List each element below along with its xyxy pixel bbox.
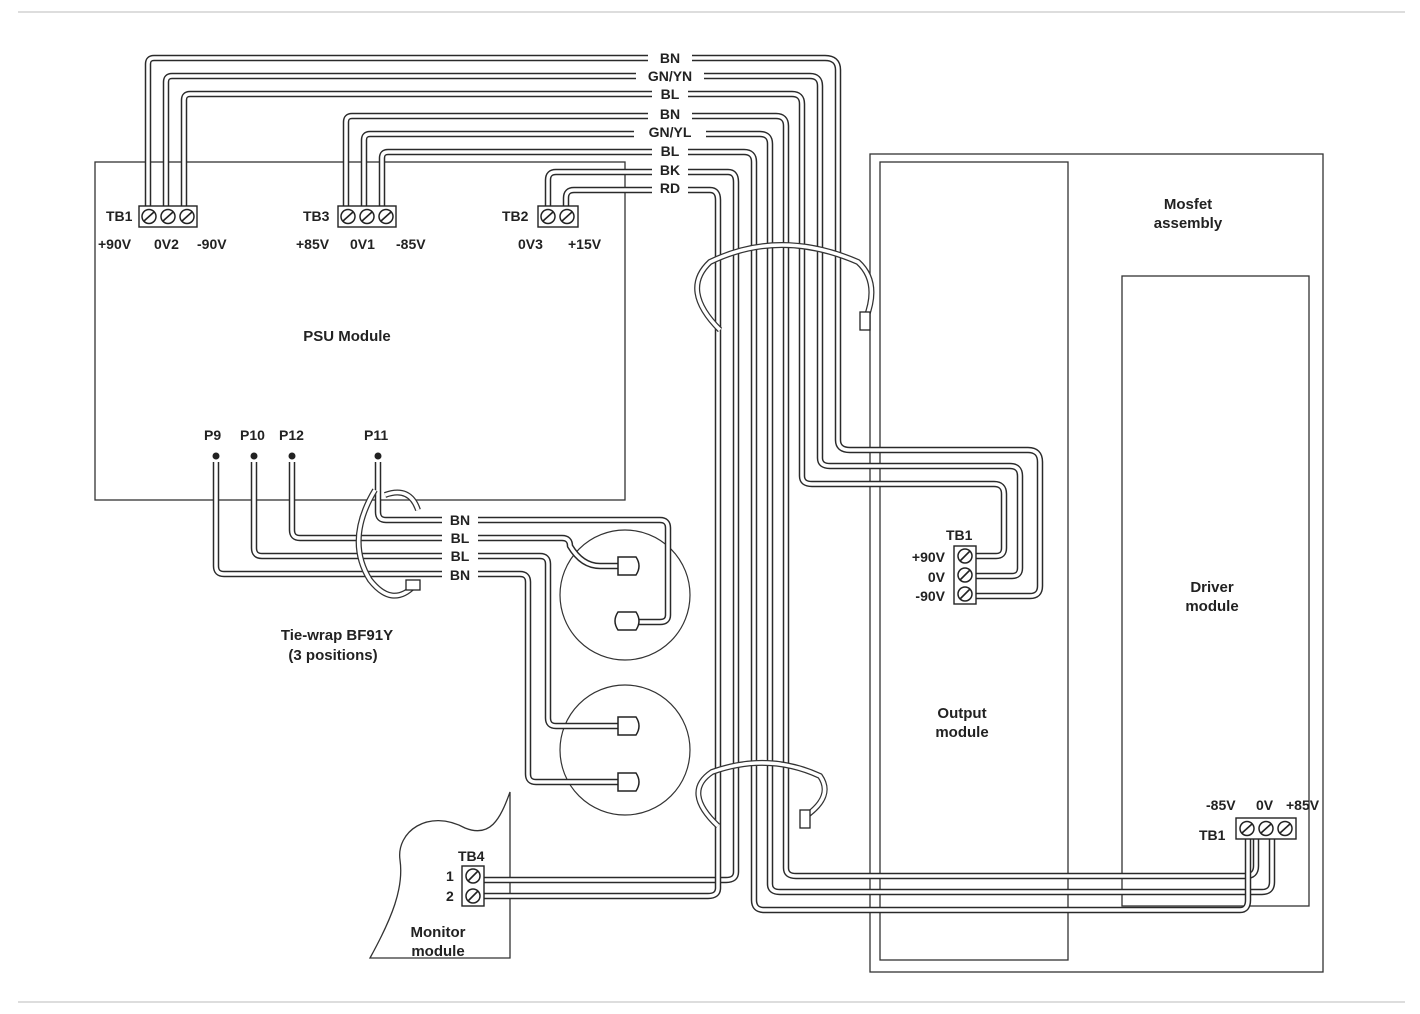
wire-label: BN xyxy=(660,106,680,122)
output-tb1-pin: -90V xyxy=(915,588,945,604)
tie-wrap-positions: (3 positions) xyxy=(288,647,377,664)
plug-label: P12 xyxy=(279,427,304,443)
tie-wraps xyxy=(355,242,875,829)
psu-tb1-pin: 0V2 xyxy=(154,236,179,252)
output-tb1-pin: 0V xyxy=(928,569,946,585)
wire-label: BL xyxy=(451,530,470,546)
monitor-tb4-pin: 1 xyxy=(446,868,454,884)
mosfet-assembly-box xyxy=(869,153,1324,973)
monitor-tb4-block xyxy=(461,865,485,907)
psu-tb2-pin: 0V3 xyxy=(518,236,543,252)
psu-tb2-name: TB2 xyxy=(502,208,529,224)
driver-tb1-pin: 0V xyxy=(1256,797,1274,813)
psu-tb2-block xyxy=(537,205,579,228)
driver-tb1-name: TB1 xyxy=(1199,827,1226,843)
wire-label: BL xyxy=(451,548,470,564)
monitor-module-outline xyxy=(368,791,511,959)
wire-label: BL xyxy=(661,143,680,159)
psu-tb3-block xyxy=(337,205,397,228)
plug-label: P10 xyxy=(240,427,265,443)
transistor-mount-lower xyxy=(559,684,691,816)
plug-label: P11 xyxy=(364,427,388,443)
tie-wrap-note: Tie-wrap BF91Y xyxy=(281,627,393,644)
wire-label: BN xyxy=(450,567,470,583)
wire-label: BN xyxy=(450,512,470,528)
psu-tb3-pin: -85V xyxy=(396,236,426,252)
wire-labels-lower: BN BL BL BN xyxy=(450,512,470,583)
wire-label: GN/YL xyxy=(649,124,692,140)
psu-tb1-name: TB1 xyxy=(106,208,133,224)
psu-tb1-block xyxy=(138,205,198,228)
wire-label: BN xyxy=(660,50,680,66)
psu-tb3-pin: 0V1 xyxy=(350,236,375,252)
psu-tb3-pin: +85V xyxy=(296,236,330,252)
output-module-box xyxy=(879,161,1069,961)
output-tb1-name: TB1 xyxy=(946,527,973,543)
driver-module-box xyxy=(1121,275,1310,907)
transistor-mount-upper xyxy=(559,529,691,661)
driver-tb1-pin: -85V xyxy=(1206,797,1236,813)
wire-labels-top: BN GN/YN BL BN GN/YL BL BK RD xyxy=(648,50,692,196)
psu-tb1-pin: -90V xyxy=(197,236,227,252)
output-tb1-pin: +90V xyxy=(912,549,946,565)
wire-label: BK xyxy=(660,162,680,178)
wire-label: BL xyxy=(661,86,680,102)
plug-pins xyxy=(212,452,382,460)
psu-tb3-name: TB3 xyxy=(303,208,330,224)
psu-module-label: PSU Module xyxy=(303,328,391,345)
wire-label: GN/YN xyxy=(648,68,692,84)
psu-module-box xyxy=(94,161,626,501)
psu-tb2-pin: +15V xyxy=(568,236,602,252)
driver-tb1-block xyxy=(1235,817,1297,840)
transistor-pins xyxy=(614,556,640,792)
monitor-tb4-pin: 2 xyxy=(446,888,454,904)
driver-tb1-pin: +85V xyxy=(1286,797,1320,813)
wire-label: RD xyxy=(660,180,680,196)
wires xyxy=(144,54,1276,914)
output-tb1-block xyxy=(953,545,977,605)
psu-tb1-pin: +90V xyxy=(98,236,132,252)
wire-label-backgrounds xyxy=(442,50,706,583)
plug-label: P9 xyxy=(204,427,221,443)
monitor-tb4-name: TB4 xyxy=(458,848,485,864)
